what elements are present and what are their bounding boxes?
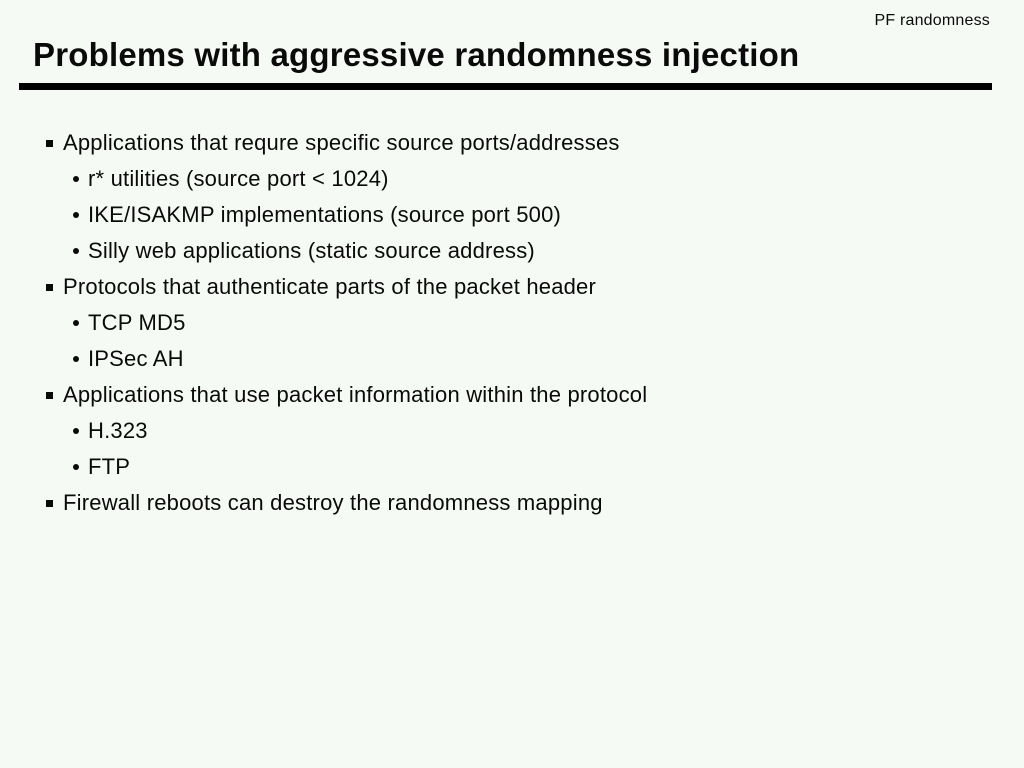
list-item: TCP MD5 xyxy=(0,305,1004,341)
list-item: FTP xyxy=(0,449,1004,485)
round-bullet-icon xyxy=(73,428,79,434)
list-item-text: Applications that use packet information… xyxy=(63,382,648,407)
square-bullet-icon xyxy=(46,499,53,507)
list-item: r* utilities (source port < 1024) xyxy=(0,161,1004,197)
round-bullet-icon xyxy=(73,248,79,254)
list-item-text: TCP MD5 xyxy=(88,310,186,335)
square-bullet-icon xyxy=(46,283,53,291)
square-bullet-icon xyxy=(46,139,53,147)
list-item-text: Firewall reboots can destroy the randomn… xyxy=(63,490,603,515)
bullet-list: Applications that requre specific source… xyxy=(0,125,1004,521)
corner-label: PF randomness xyxy=(874,12,990,29)
title-underline-rule xyxy=(19,83,992,90)
page-title: Problems with aggressive randomness inje… xyxy=(33,36,800,73)
list-item-text: Applications that requre specific source… xyxy=(63,130,620,155)
list-item: IPSec AH xyxy=(0,341,1004,377)
round-bullet-icon xyxy=(73,320,79,326)
round-bullet-icon xyxy=(73,356,79,362)
list-item: H.323 xyxy=(0,413,1004,449)
square-bullet-icon xyxy=(46,391,53,399)
list-item-text: IKE/ISAKMP implementations (source port … xyxy=(88,202,562,227)
round-bullet-icon xyxy=(73,212,79,218)
list-item: IKE/ISAKMP implementations (source port … xyxy=(0,197,1004,233)
round-bullet-icon xyxy=(73,464,79,470)
list-item-text: FTP xyxy=(88,454,131,479)
list-item: Silly web applications (static source ad… xyxy=(0,233,1004,269)
list-item: Protocols that authenticate parts of the… xyxy=(0,269,1004,305)
list-item: Applications that requre specific source… xyxy=(0,125,1004,161)
list-item-text: r* utilities (source port < 1024) xyxy=(88,166,389,191)
list-item-text: IPSec AH xyxy=(88,346,184,371)
list-item-text: H.323 xyxy=(88,418,148,443)
list-item: Firewall reboots can destroy the randomn… xyxy=(0,485,1004,521)
list-item-text: Silly web applications (static source ad… xyxy=(88,238,535,263)
list-item: Applications that use packet information… xyxy=(0,377,1004,413)
list-item-text: Protocols that authenticate parts of the… xyxy=(63,274,597,299)
round-bullet-icon xyxy=(73,176,79,182)
